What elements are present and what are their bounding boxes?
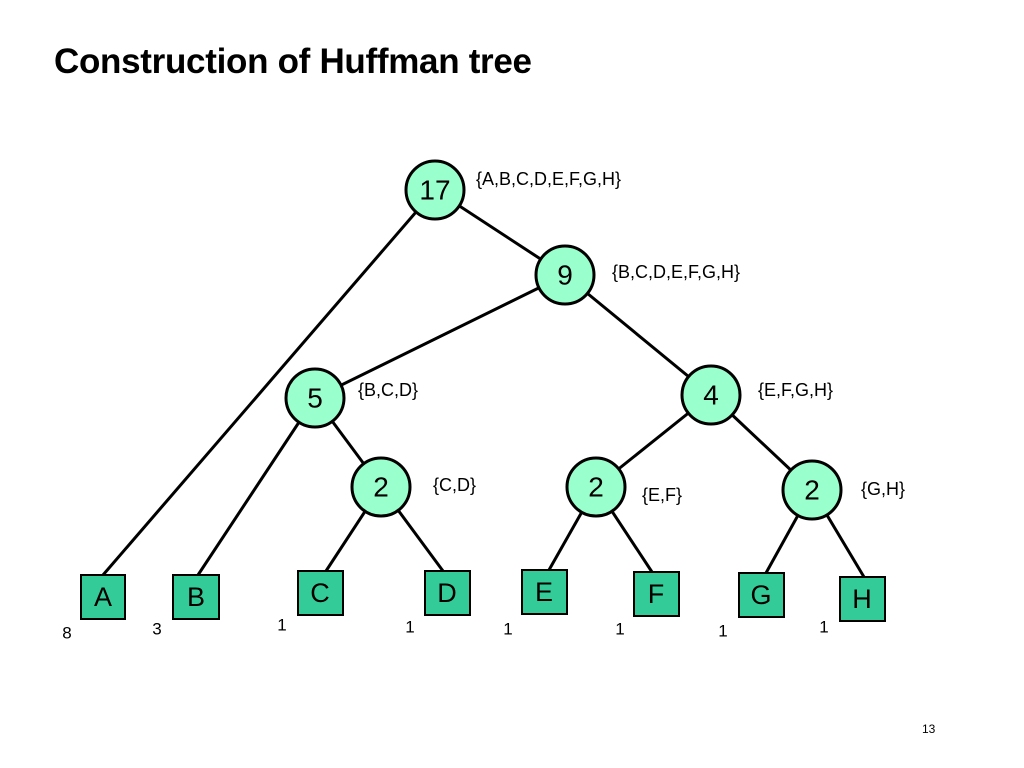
node-2-ef: 2: [565, 456, 627, 518]
leaf-label: A: [94, 582, 112, 612]
leaf-label: F: [648, 579, 665, 609]
tree-edge-n9-n5: [314, 273, 566, 400]
leaf-weight-B: 3: [152, 620, 161, 639]
leaf-H: H: [839, 576, 886, 622]
set-label-9: {B,C,D,E,F,G,H}: [612, 262, 740, 282]
leaf-weight-A: 8: [62, 624, 71, 643]
leaf-label: E: [535, 577, 553, 607]
leaf-weight-G: 1: [718, 622, 727, 641]
leaf-F: F: [633, 571, 680, 617]
leaf-C: C: [297, 570, 344, 616]
node-weight: 9: [557, 260, 573, 291]
tree-edges: [101, 188, 866, 578]
node-4: 4: [680, 364, 742, 426]
node-2-cd: 2: [350, 456, 412, 518]
tree-edge-n17-A: [101, 189, 437, 576]
node-weight: 2: [373, 472, 389, 503]
tree-edge-n9-n4: [564, 273, 712, 397]
leaf-label: B: [187, 582, 205, 612]
leaf-weight-D: 1: [405, 618, 414, 637]
leaf-A: A: [80, 574, 126, 620]
page-number: 13: [922, 722, 936, 736]
node-17: 17: [404, 159, 466, 221]
leaf-E: E: [521, 569, 568, 615]
node-weight: 4: [703, 380, 719, 411]
leaf-weight-H: 1: [819, 618, 828, 637]
node-weight: 2: [588, 472, 604, 503]
leaf-label: D: [437, 578, 457, 608]
set-label-gh: {G,H}: [861, 479, 905, 499]
node-weight: 5: [307, 383, 323, 414]
set-label-4: {E,F,G,H}: [758, 380, 833, 400]
node-weight: 2: [804, 475, 820, 506]
set-label-cd: {C,D}: [433, 475, 476, 495]
tree-edge-n5-B: [196, 397, 317, 576]
node-2-gh: 2: [781, 459, 843, 521]
set-label-5: {B,C,D}: [358, 380, 418, 400]
leaf-D: D: [424, 570, 471, 616]
node-5: 5: [284, 367, 346, 429]
leaf-G: G: [738, 572, 785, 618]
leaf-weight-C: 1: [277, 616, 286, 635]
slide-title: Construction of Huffman tree: [54, 42, 532, 81]
leaf-weight-E: 1: [503, 620, 512, 639]
set-label-ef: {E,F}: [642, 485, 682, 505]
leaf-B: B: [172, 574, 220, 620]
leaf-label: G: [750, 580, 771, 610]
node-weight: 17: [419, 175, 450, 206]
leaf-label: C: [310, 578, 330, 608]
leaf-label: H: [852, 584, 872, 614]
node-9: 9: [534, 244, 596, 306]
set-label-root: {A,B,C,D,E,F,G,H}: [476, 169, 621, 189]
leaf-weight-F: 1: [615, 620, 624, 639]
